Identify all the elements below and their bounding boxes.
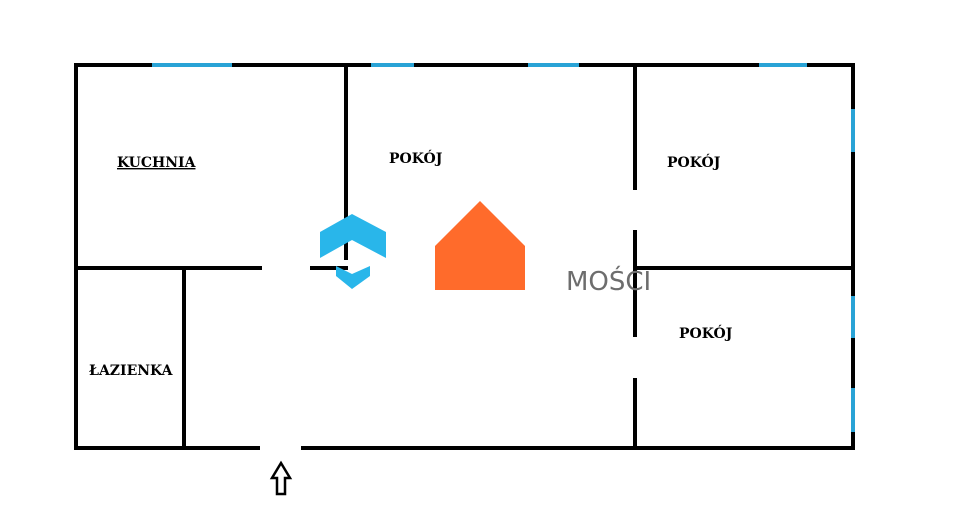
blue-logo-icon [320,214,386,289]
logo-lower-shape [336,266,370,289]
watermark-text: MOŚCI [566,265,651,297]
room-label-pokoj-right-bottom: POKÓJ [679,324,733,342]
room-label-pokoj-center: POKÓJ [389,149,443,167]
interior-walls [74,63,855,450]
room-label-kuchnia: KUCHNIA [117,155,197,171]
watermark: MOŚCI [320,201,651,297]
windows [152,63,855,432]
room-label-lazienka: ŁAZIENKA [89,363,174,379]
room-label-pokoj-right-top: POKÓJ [667,153,721,171]
orange-house-icon [435,201,525,290]
room-labels: KUCHNIA POKÓJ POKÓJ POKÓJ ŁAZIENKA [89,149,733,379]
logo-upper-shape [320,214,386,258]
entrance-arrow-icon [269,460,293,496]
